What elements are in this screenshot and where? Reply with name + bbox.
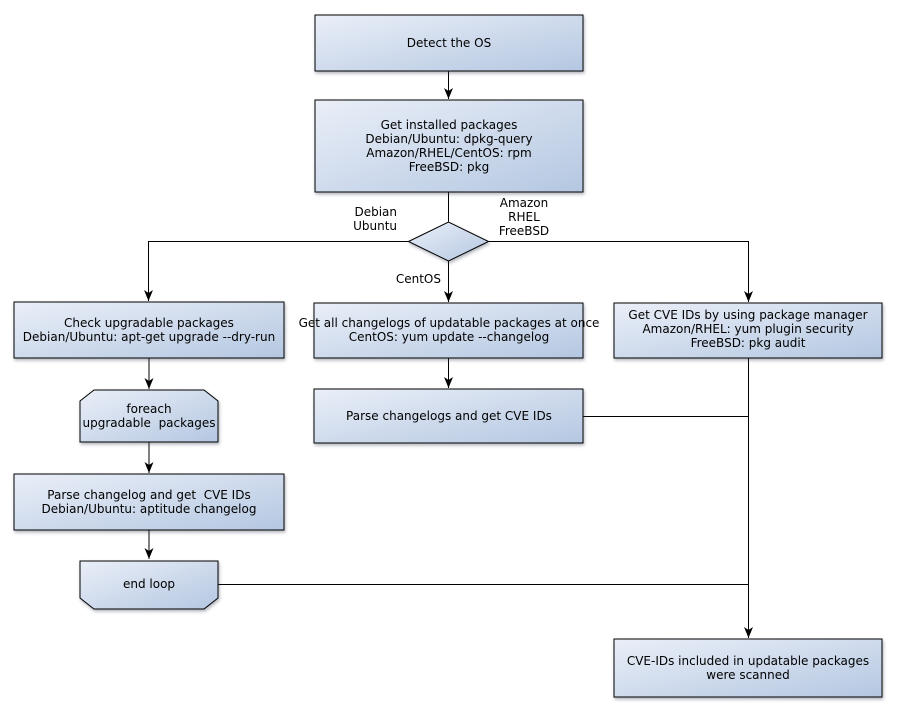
foreach-loop-label: foreach upgradable packages xyxy=(82,402,216,430)
flowchart-edges xyxy=(144,71,753,638)
edge-decision-to-get-cve-ids xyxy=(488,241,753,302)
parse-changelogs-label: Parse changelogs and get CVE IDs xyxy=(346,409,552,423)
branch-label-debian-ubuntu: Debian Ubuntu xyxy=(353,205,397,233)
branch-label-amazon-rhel-freebsd: Amazon RHEL FreeBSD xyxy=(498,196,550,238)
check-upgradable-node xyxy=(13,301,285,359)
cve-ids-scanned-node xyxy=(613,638,883,698)
get-installed-packages-label: Get installed packages Debian/Ubuntu: dp… xyxy=(365,118,533,174)
parse-changelog-node xyxy=(13,473,285,531)
cve-ids-scanned-label: CVE-IDs included in updatable packages w… xyxy=(626,654,870,682)
end-loop-node xyxy=(79,560,219,610)
flowchart-nodes xyxy=(13,14,883,698)
check-upgradable-label: Check upgradable packages Debian/Ubuntu:… xyxy=(22,316,276,344)
end-loop-label: end loop xyxy=(122,577,176,591)
foreach-loop-start-node xyxy=(79,389,219,443)
parse-changelogs-node xyxy=(313,388,584,444)
branch-label-centos: CentOS xyxy=(395,272,441,286)
detect-os-node xyxy=(314,14,584,72)
get-cve-ids-label: Get CVE IDs by using package manager Ama… xyxy=(628,308,868,350)
get-all-changelogs-node xyxy=(313,302,584,359)
get-all-changelogs-label: Get all changelogs of updatable packages… xyxy=(298,316,600,344)
os-decision-diamond xyxy=(407,221,490,262)
get-cve-ids-node xyxy=(613,302,883,359)
parse-changelog-label: Parse changelog and get CVE IDs Debian/U… xyxy=(41,488,257,516)
get-installed-packages-node xyxy=(314,99,584,193)
detect-os-label: Detect the OS xyxy=(406,36,492,50)
edge-decision-to-check-upgradable xyxy=(144,241,409,301)
